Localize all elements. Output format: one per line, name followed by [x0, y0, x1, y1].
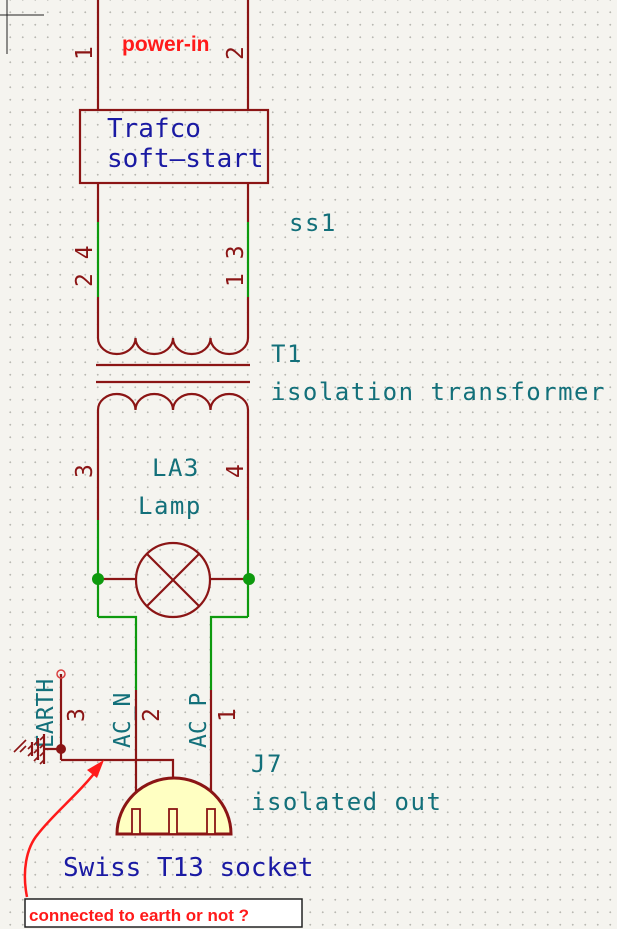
- net-label-earth: EARTH: [33, 679, 59, 748]
- softstart-body[interactable]: [78, 108, 270, 185]
- power-in-pin-2: 2: [223, 46, 249, 60]
- connector-pin-1: 1: [215, 708, 241, 722]
- transformer-value: isolation transformer: [271, 378, 606, 406]
- softstart-pin-label-right: 1 3: [223, 245, 249, 287]
- socket-symbol[interactable]: [115, 776, 233, 836]
- connector-pin-2: 2: [139, 708, 165, 722]
- softstart-pin-label-left: 2 4: [72, 245, 98, 287]
- earth-ground-icon[interactable]: [13, 734, 61, 765]
- lamp-circle: [134, 541, 212, 619]
- connector-description: Swiss T13 socket: [63, 853, 313, 883]
- transformer-ref: T1: [271, 340, 303, 368]
- lamp-cross-b: [146, 553, 200, 607]
- wire-ac-p[interactable]: [209, 615, 248, 690]
- softstart-ref: ss1: [289, 209, 337, 237]
- net-label-ac-n: AC_N: [110, 693, 136, 748]
- transformer-secondary-coil: [96, 392, 250, 411]
- net-label-ac-p: AC_P: [186, 693, 212, 748]
- lamp-symbol[interactable]: [134, 541, 212, 619]
- lamp-ref: LA3: [152, 454, 200, 482]
- junction-dot-left: [92, 573, 104, 585]
- cursor-crosshair-icon: [0, 0, 44, 54]
- power-in-annotation: power-in: [122, 33, 210, 56]
- annotation-arrow-icon: [23, 760, 104, 898]
- connector-ref: J7: [251, 750, 283, 778]
- socket-contact-1: [206, 808, 216, 835]
- connector-pin-3: 3: [64, 708, 90, 722]
- socket-body: [115, 776, 233, 836]
- note-text: connected to earth or not ?: [29, 906, 249, 925]
- transformer-pin-left: 3: [72, 464, 98, 478]
- transformer-primary-coil: [96, 337, 250, 356]
- wire-ac-n[interactable]: [98, 615, 138, 690]
- lamp-value: Lamp: [138, 492, 202, 520]
- softstart-label-line2: soft—start: [107, 144, 264, 174]
- transformer-symbol[interactable]: [96, 337, 250, 411]
- transformer-pin-right: 4: [223, 464, 249, 478]
- softstart-label-line1: Trafco: [107, 114, 201, 144]
- earth-pin-open-end: [56, 669, 66, 679]
- socket-contact-2: [131, 808, 141, 835]
- socket-contact-3: [168, 808, 178, 835]
- note-box: [24, 898, 303, 928]
- junction-dot-right: [243, 573, 255, 585]
- power-in-pin-1: 1: [72, 46, 98, 60]
- connector-value: isolated out: [251, 788, 442, 816]
